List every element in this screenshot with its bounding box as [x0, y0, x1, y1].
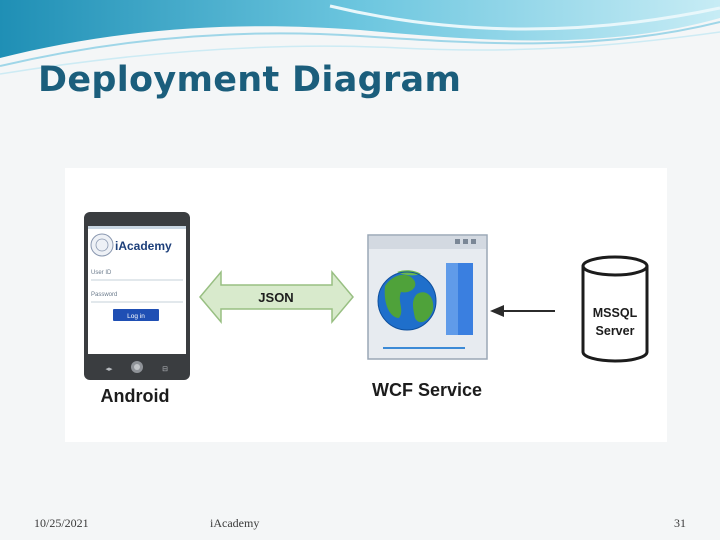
deployment-diagram: iAcademy User ID Password Log in ◂▸ ⊟ An…	[65, 168, 667, 442]
footer-center-text: iAcademy	[210, 516, 260, 530]
login-button	[113, 309, 159, 321]
db-to-service-arrow	[490, 305, 555, 317]
android-phone: iAcademy User ID Password Log in ◂▸ ⊟	[84, 212, 190, 380]
android-caption: Android	[101, 386, 170, 406]
wcf-service-caption: WCF Service	[372, 380, 482, 400]
json-double-arrow	[199, 269, 354, 325]
login-button-label: Log in	[127, 313, 145, 320]
phone-nav-icons: ◂▸ ⊟	[105, 361, 168, 373]
database-icon	[581, 255, 649, 363]
footer-page-number: 31	[674, 516, 686, 530]
phone-app-name: iAcademy	[115, 239, 172, 253]
database-label-line2: Server	[596, 324, 635, 338]
header-wave-decoration	[0, 0, 720, 75]
iacademy-logo-icon	[90, 233, 114, 257]
database-label-line1: MSSQL	[593, 306, 638, 320]
svg-text:◂▸: ◂▸	[105, 366, 113, 373]
json-label: JSON	[258, 290, 293, 305]
user-id-label: User ID	[91, 270, 112, 276]
svg-text:⊟: ⊟	[162, 366, 168, 373]
globe-icon	[377, 270, 437, 331]
page-title: Deployment Diagram	[38, 60, 462, 100]
wcf-service-window	[367, 234, 488, 360]
footer-date: 10/25/2021	[34, 516, 89, 530]
password-label: Password	[91, 292, 117, 298]
